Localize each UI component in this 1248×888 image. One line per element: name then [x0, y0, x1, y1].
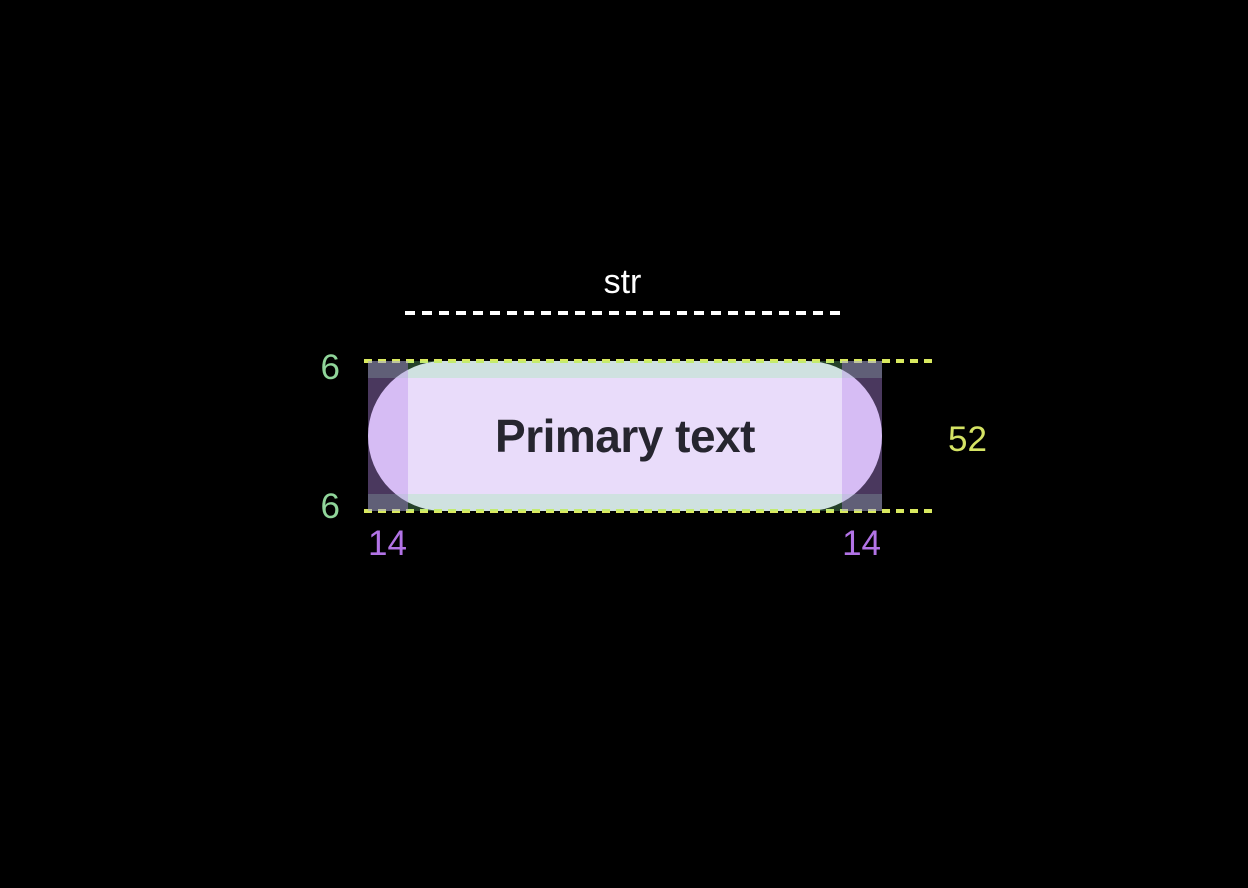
primary-button: Primary text [368, 361, 882, 511]
padding-bottom-label: 6 [320, 487, 340, 526]
button-spec: Primary text [364, 359, 932, 513]
width-guide-line [405, 311, 840, 315]
height-label: 52 [948, 420, 987, 459]
padding-top-label: 6 [320, 348, 340, 387]
width-label: str [603, 263, 642, 301]
padding-top-overlay [368, 361, 882, 378]
padding-left-overlay [368, 361, 408, 511]
padding-right-overlay [842, 361, 882, 511]
button-bottom-guide-line [364, 509, 932, 513]
padding-left-label: 14 [368, 524, 407, 563]
button-label: Primary text [495, 410, 755, 462]
button-top-guide-line [364, 359, 932, 363]
padding-right-label: 14 [842, 524, 881, 563]
padding-bottom-overlay [368, 494, 882, 511]
